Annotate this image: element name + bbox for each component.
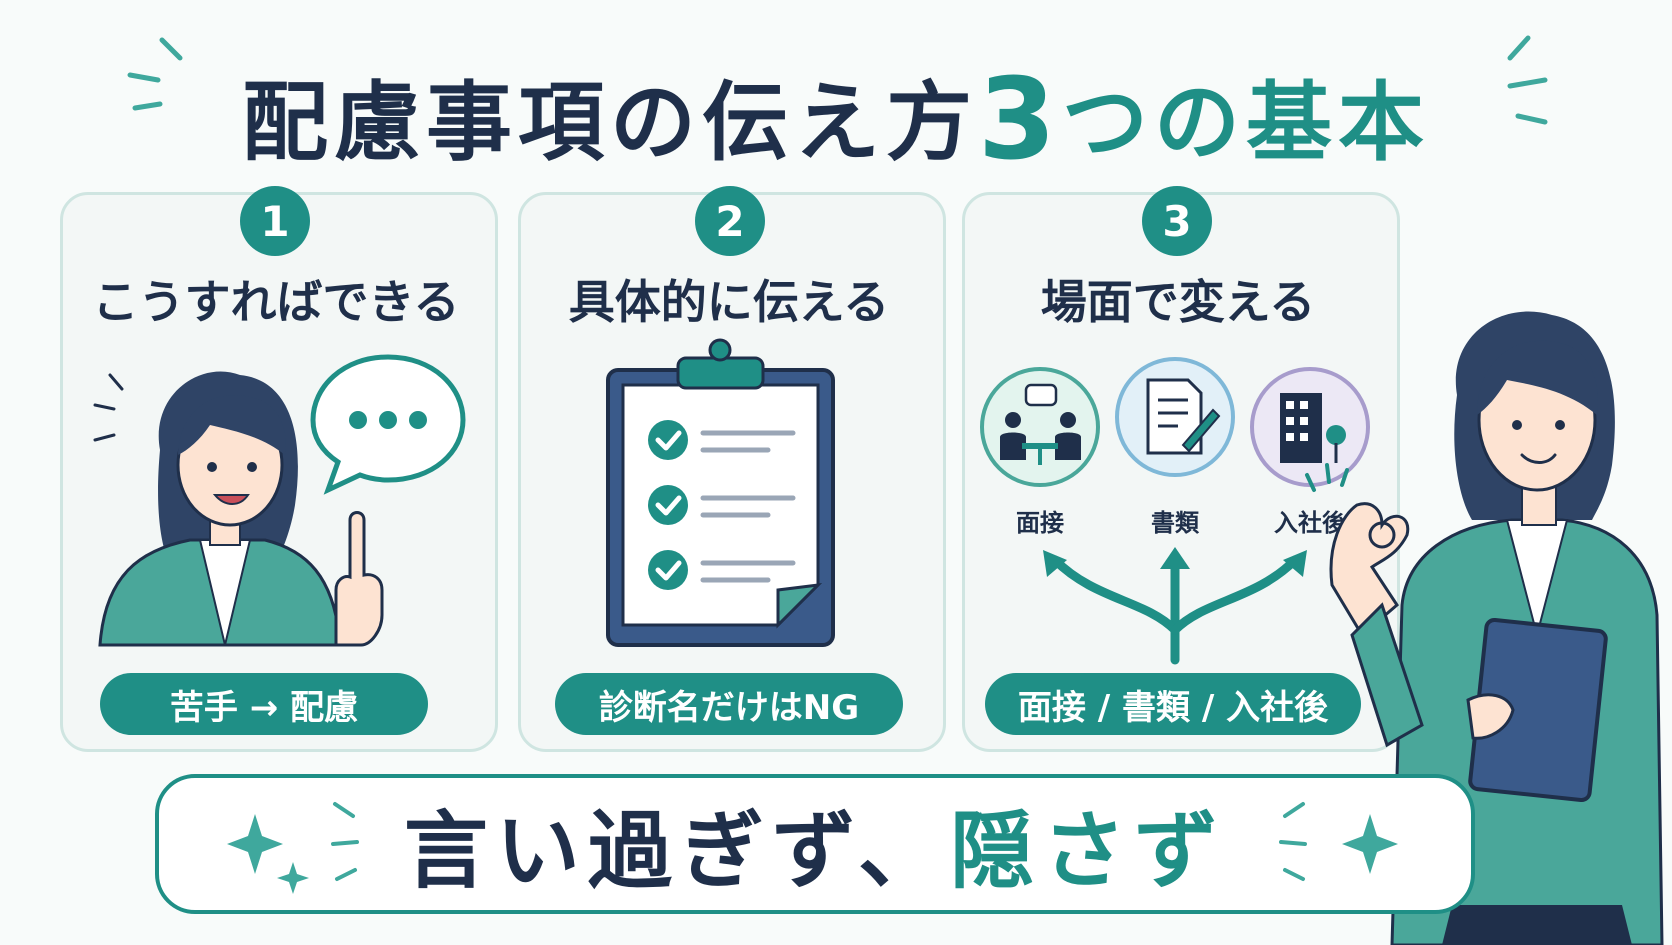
card-3-heading: 場面で変える bbox=[1040, 275, 1316, 329]
title-part2: つの基本 bbox=[1061, 73, 1430, 173]
card-1-pill: 苦手 → 配慮 bbox=[100, 673, 428, 735]
title-part1: 配慮事項の伝え方 bbox=[242, 73, 979, 173]
title-number: 3 bbox=[978, 55, 1062, 185]
card-2-pill: 診断名だけはNG bbox=[555, 673, 903, 735]
bottom-message: 言い過ぎず、隠さず bbox=[155, 774, 1475, 914]
bottom-message-box bbox=[155, 774, 1475, 914]
bottom-message-part1: 言い過ぎず、 bbox=[403, 801, 951, 900]
card-2-heading: 具体的に伝える bbox=[568, 275, 890, 329]
card-1-heading: こうすればできる bbox=[92, 275, 460, 329]
card-3-number-badge: 3 bbox=[1142, 186, 1212, 256]
pointing-hand-icon bbox=[334, 511, 384, 647]
card-3-pill: 面接 / 書類 / 入社後 bbox=[985, 673, 1361, 735]
clipboard-checklist-icon bbox=[606, 338, 835, 647]
scene-label-interview: 面接 bbox=[1016, 509, 1064, 537]
sparkle-icon bbox=[227, 802, 1398, 894]
bottom-message-part2: 隠さず bbox=[950, 801, 1227, 900]
card-1-number-badge: 1 bbox=[240, 186, 310, 256]
scene-label-after-joining: 入社後 bbox=[1274, 509, 1346, 537]
tablet-icon bbox=[1466, 617, 1608, 803]
interview-icon bbox=[980, 367, 1100, 487]
card-2-number-badge: 2 bbox=[695, 186, 765, 256]
woman-icon bbox=[93, 371, 342, 647]
document-pen-icon bbox=[1115, 357, 1235, 477]
office-building-icon bbox=[1250, 367, 1370, 487]
branch-arrows-icon bbox=[1043, 547, 1307, 665]
speech-bubble-icon bbox=[310, 354, 466, 495]
page-title: 配慮事項の伝え方3つの基本 bbox=[0, 52, 1672, 185]
checkmark-icon bbox=[648, 420, 688, 590]
scene-label-documents: 書類 bbox=[1151, 509, 1199, 537]
